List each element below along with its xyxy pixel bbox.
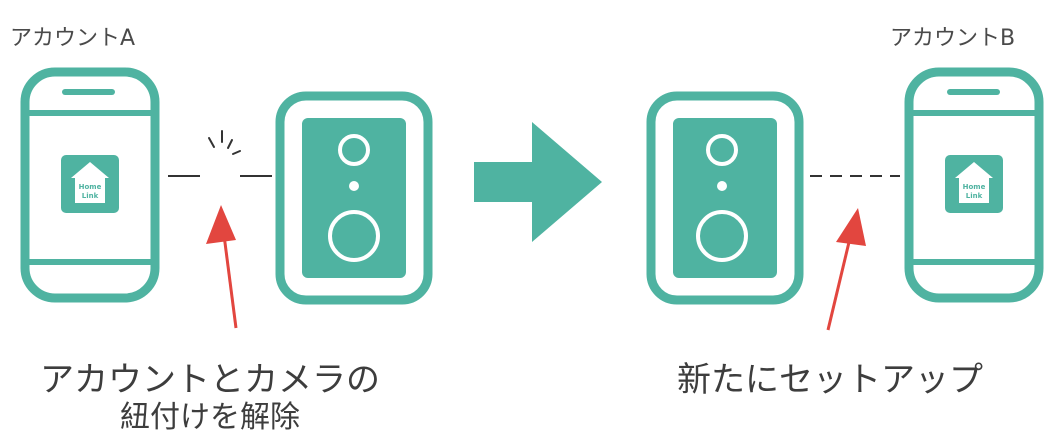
unlink-caption-line1: アカウントとカメラの: [40, 360, 380, 400]
app-icon-text-1: Home: [963, 183, 986, 191]
app-icon-text-1: Home: [79, 183, 102, 191]
doorbell-camera-icon: [275, 91, 433, 305]
red-pointer-arrow-icon: [206, 205, 238, 329]
home-app-icon: Home Link: [61, 155, 119, 213]
red-pointer-arrow-icon: [826, 208, 866, 331]
account-a-label: アカウントA: [10, 26, 136, 51]
app-icon-text-2: Link: [82, 192, 99, 200]
app-icon-text-2: Link: [966, 192, 983, 200]
right-arrow-icon: [474, 122, 602, 242]
disconnect-spark-icon: [208, 130, 241, 155]
smartphone-icon: [20, 67, 160, 303]
doorbell-camera-icon: [646, 91, 804, 305]
setup-caption: 新たにセットアップ: [677, 360, 983, 400]
home-app-icon: Home Link: [945, 155, 1003, 213]
unlink-caption-line2: 紐付けを解除: [120, 400, 300, 435]
smartphone-icon: [904, 67, 1044, 303]
account-b-label: アカウントB: [890, 26, 1016, 51]
